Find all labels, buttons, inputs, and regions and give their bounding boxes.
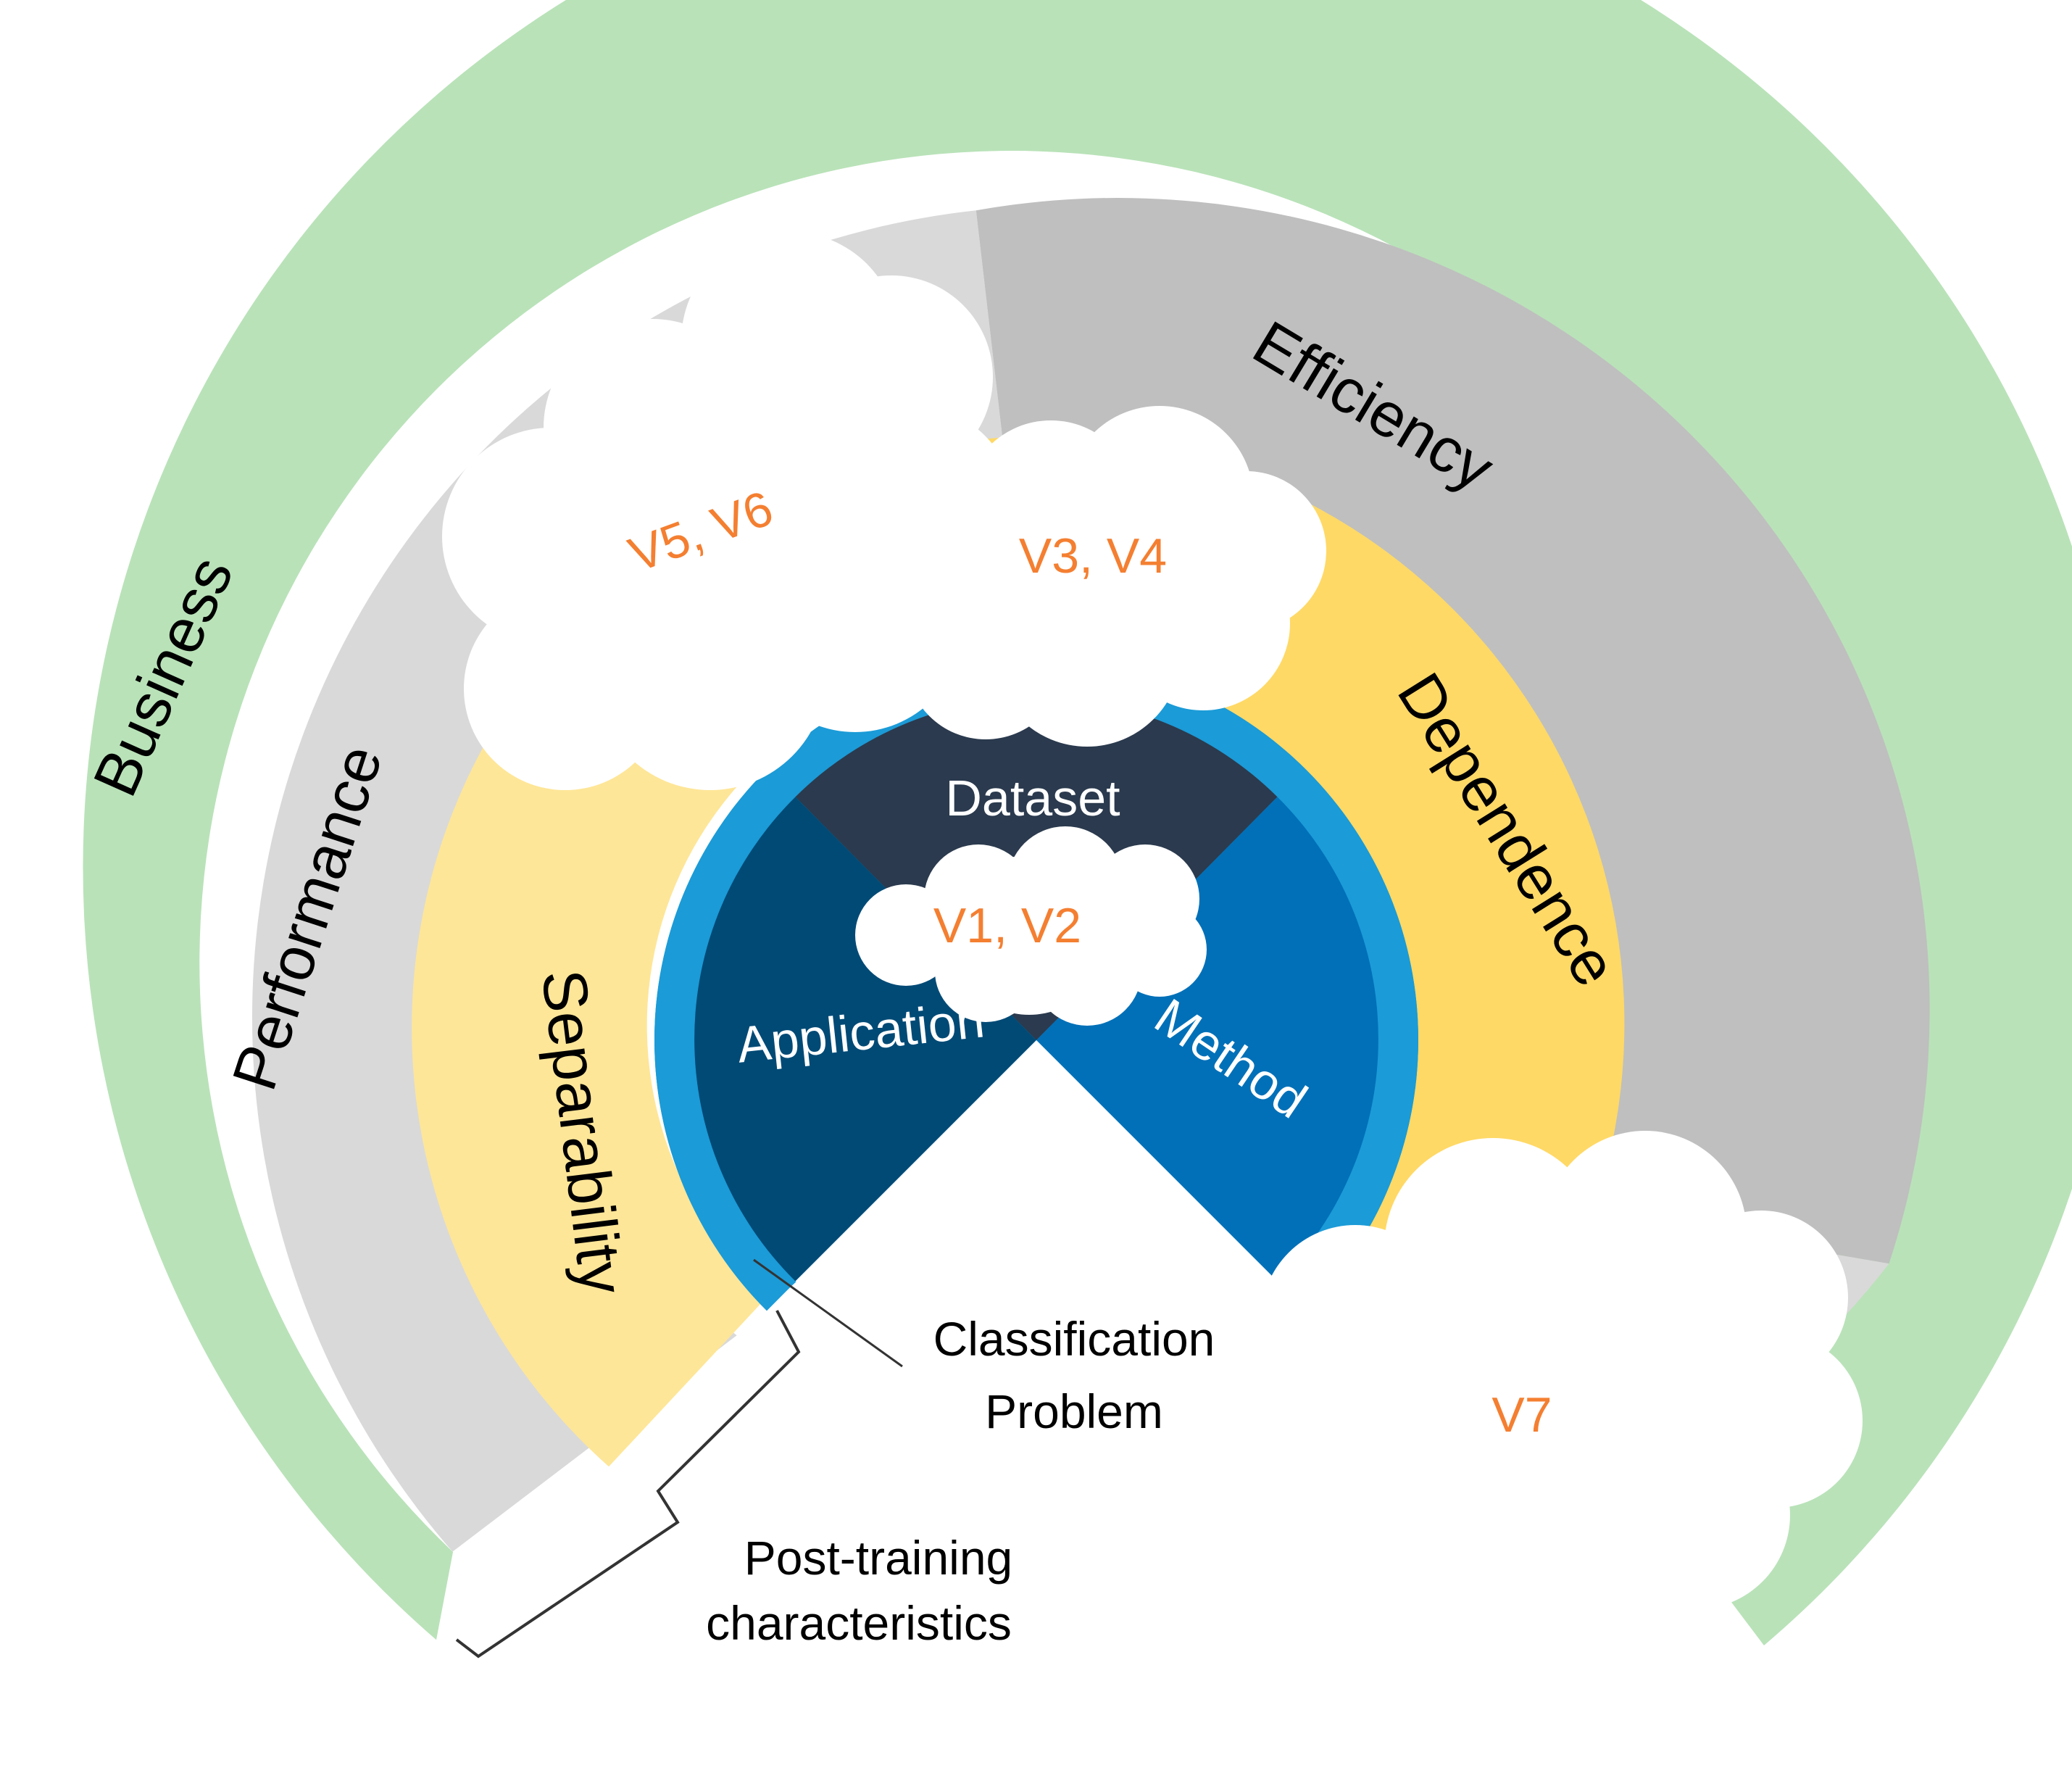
v1-v2-label: V1, V2 [933,898,1081,953]
post-training-bracket [455,1310,801,1658]
cloud-v1-v2 [855,826,1207,1026]
classification-label-line2: Problem [985,1384,1163,1438]
cloud-v3-v4 [862,406,1326,747]
classification-label-line1: Classification [933,1312,1215,1366]
application-wedge [694,797,1036,1282]
post-training-label-line2: characteristics [706,1596,1012,1650]
dataset-label: Dataset [945,770,1120,826]
method-wedge [1036,797,1378,1282]
classification-pointer [753,1258,903,1368]
v7-label: V7 [1491,1387,1552,1442]
cloud-v5-v6 [442,232,1015,790]
business-ring [83,0,2072,1645]
v3-v4-label: V3, V4 [1019,528,1167,584]
center-wedge-cut [795,1040,1278,1290]
cloud-v7 [1239,1131,1863,1638]
post-training-label-line1: Post-training [744,1531,1013,1585]
